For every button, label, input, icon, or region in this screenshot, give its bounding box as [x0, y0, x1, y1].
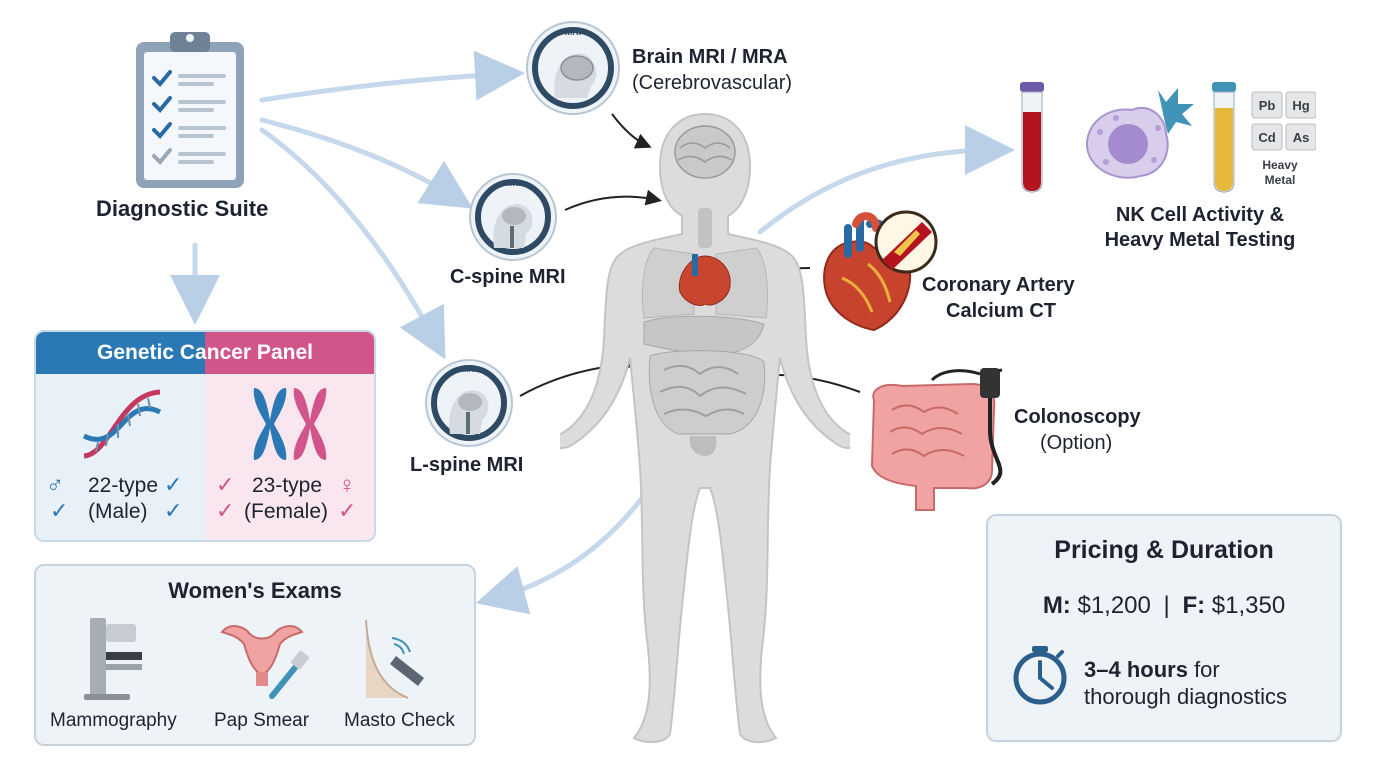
male-price: $1,200 — [1077, 592, 1151, 619]
svg-text:MRI: MRI — [462, 365, 477, 374]
heart-artery-icon — [823, 210, 938, 332]
nk-title-line2: Heavy Metal Testing — [1104, 229, 1296, 251]
coronary-title-line1: Coronary Artery — [922, 274, 1075, 296]
heavy-metal-label-line1: Heavy — [1262, 158, 1298, 172]
genetic-panel-title: Genetic Cancer Panel — [97, 341, 313, 364]
cspine-mri-icon: MRI — [469, 173, 557, 261]
element-cd: Cd — [1258, 130, 1275, 145]
element-hg: Hg — [1292, 98, 1309, 113]
female-price-label: F: — [1182, 592, 1206, 619]
genetic-cancer-panel: Genetic Cancer Panel ♂ 22-type ✓ ✓ (Male… — [34, 330, 376, 542]
colon-endoscope-icon — [870, 368, 1003, 511]
svg-text:MRI: MRI — [506, 179, 521, 188]
uterus-speculum-icon — [220, 625, 309, 699]
heavy-metal-label-line2: Metal — [1265, 173, 1296, 187]
brain-mri-subtitle: (Cerebrovascular) — [632, 72, 793, 94]
mammography-machine-icon — [84, 618, 142, 700]
brain-mri-title: Brain MRI / MRA — [632, 46, 788, 68]
lspine-mri-icon: MRI — [425, 359, 513, 447]
diagnostic-suite-title: Diagnostic Suite — [96, 196, 269, 221]
duration-hours: 3–4 hours — [1084, 657, 1188, 682]
element-as: As — [1293, 130, 1310, 145]
element-pb: Pb — [1259, 98, 1276, 113]
female-sublabel: (Female) — [244, 500, 329, 523]
female-price: $1,350 — [1211, 592, 1286, 619]
lspine-mri-title: L-spine MRI — [410, 454, 524, 476]
colonoscopy-subtitle: (Option) — [1040, 432, 1113, 454]
womens-exams-title: Women's Exams — [168, 578, 342, 603]
pap-smear-label: Pap Smear — [214, 710, 310, 731]
svg-text:MRI: MRI — [565, 27, 582, 37]
coronary-title-line2: Calcium CT — [946, 300, 1057, 322]
nk-heavy-metal-illustration: Pb Hg Cd As Heavy Metal — [1020, 82, 1316, 193]
nk-cell-icon — [1085, 88, 1194, 179]
duration-line1: 3–4 hours for — [1084, 657, 1220, 683]
stopwatch-icon — [1013, 646, 1067, 705]
pricing-title: Pricing & Duration — [1054, 536, 1274, 564]
brain-mri-icon: MRI — [526, 21, 620, 115]
male-type-label: 22-type — [88, 474, 159, 497]
pricing-duration-panel: Pricing & Duration M: $1,200 | F: $1,350… — [986, 514, 1342, 742]
breast-ultrasound-icon — [365, 619, 424, 699]
mammography-label: Mammography — [50, 710, 177, 731]
female-check-icon-3: ✓ — [338, 498, 357, 523]
female-check-icon-2: ✓ — [216, 498, 235, 523]
human-body-illustration — [560, 112, 850, 744]
male-check-icon-2: ✓ — [50, 498, 69, 523]
male-sublabel: (Male) — [88, 500, 148, 523]
clipboard-icon — [136, 32, 244, 188]
duration-for: for — [1194, 657, 1220, 682]
nk-title-line1: NK Cell Activity & — [1115, 204, 1285, 226]
female-type-label: 23-type — [252, 474, 323, 497]
male-price-label: M: — [1042, 592, 1071, 619]
male-check-icon-1: ✓ — [164, 472, 183, 497]
duration-line2: thorough diagnostics — [1084, 684, 1288, 709]
male-symbol-icon: ♂ — [46, 472, 64, 499]
female-symbol-icon: ♀ — [338, 472, 356, 499]
price-line: M: $1,200 | F: $1,350 — [988, 592, 1340, 620]
chromosome-icon — [253, 388, 327, 460]
colonoscopy-title: Colonoscopy — [1014, 406, 1141, 428]
masto-check-label: Masto Check — [344, 710, 455, 731]
womens-exams-panel: Women's Exams Mammography Pap Smear Mast… — [34, 564, 476, 746]
cspine-mri-title: C-spine MRI — [450, 266, 566, 288]
female-check-icon-1: ✓ — [216, 472, 235, 497]
male-check-icon-3: ✓ — [164, 498, 183, 523]
dna-icon — [82, 389, 162, 459]
price-separator: | — [1163, 592, 1170, 619]
